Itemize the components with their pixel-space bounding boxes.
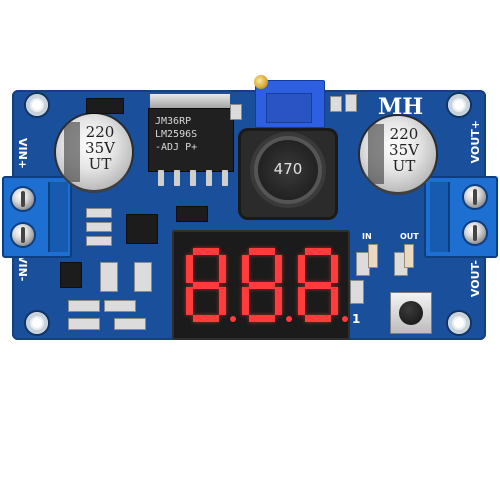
inductor-value: 470 — [273, 160, 303, 178]
display-segment — [219, 255, 226, 283]
display-decimal-point — [286, 316, 292, 322]
in-led — [368, 244, 378, 268]
display-segment — [298, 287, 305, 315]
display-decimal-point — [342, 316, 348, 322]
pin-label: 1 — [352, 312, 361, 326]
diode-smd — [176, 206, 208, 222]
display-segment — [275, 287, 282, 315]
mounting-hole-bottom-right — [448, 312, 470, 334]
display-segment — [249, 248, 275, 255]
mounting-hole-top-right — [448, 94, 470, 116]
capacitor-right: 220 35V UT — [360, 116, 436, 192]
brand-label: MH — [378, 94, 424, 120]
vin-minus-label: VIN- — [16, 255, 29, 282]
inductor: 470 — [238, 128, 338, 220]
vout-minus-label: VOUT- — [469, 260, 482, 298]
display-segment — [331, 255, 338, 283]
push-button[interactable] — [390, 292, 432, 334]
regulator-chip: JM36RP LM2596S -ADJ P+ — [148, 108, 234, 172]
adjust-screw-icon[interactable] — [254, 75, 268, 89]
terminal-screw-icon[interactable] — [464, 186, 486, 208]
seven-segment-display — [172, 230, 350, 340]
transistor-smd — [126, 214, 158, 244]
terminal-screw-icon[interactable] — [12, 224, 34, 246]
display-segment — [219, 287, 226, 315]
display-segment — [298, 255, 305, 283]
display-segment — [193, 315, 219, 322]
out-label: OUT — [400, 232, 419, 241]
display-segment — [193, 281, 219, 289]
display-segment — [305, 315, 331, 322]
capacitor-left: 220 35V UT — [56, 114, 132, 190]
out-led — [404, 244, 414, 268]
mounting-hole-bottom-left — [26, 312, 48, 334]
display-segment — [249, 315, 275, 322]
input-terminal-block — [2, 176, 72, 258]
display-segment — [186, 287, 193, 315]
terminal-screw-icon[interactable] — [464, 222, 486, 244]
display-segment — [275, 255, 282, 283]
display-segment — [305, 248, 331, 255]
display-segment — [305, 281, 331, 289]
vin-plus-label: VIN+ — [16, 138, 29, 170]
terminal-screw-icon[interactable] — [12, 188, 34, 210]
mounting-hole-top-left — [26, 94, 48, 116]
vout-plus-label: VOUT+ — [469, 120, 482, 164]
display-segment — [242, 255, 249, 283]
button-cap-icon — [399, 301, 423, 325]
output-terminal-block — [424, 176, 498, 258]
display-segment — [249, 281, 275, 289]
display-decimal-point — [230, 316, 236, 322]
ic-smd — [60, 262, 82, 288]
display-segment — [186, 255, 193, 283]
trim-potentiometer — [254, 75, 325, 128]
in-label: IN — [362, 232, 372, 241]
display-segment — [193, 248, 219, 255]
diode-smd — [86, 98, 124, 114]
display-segment — [242, 287, 249, 315]
display-segment — [331, 287, 338, 315]
